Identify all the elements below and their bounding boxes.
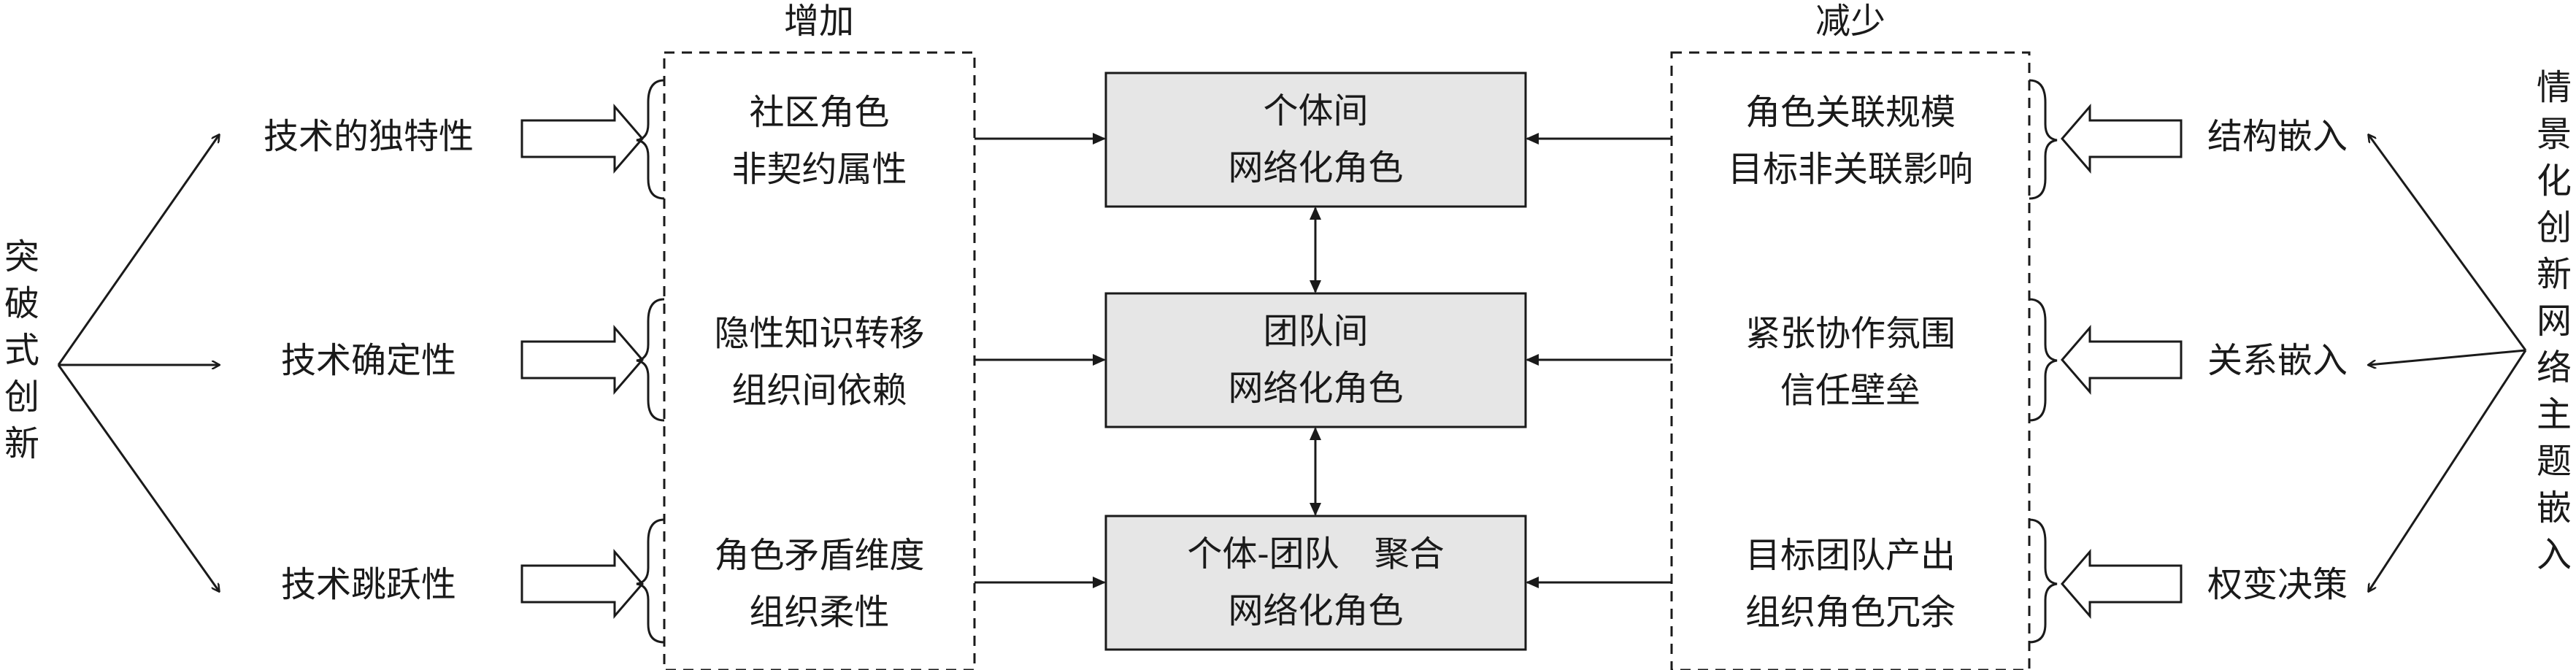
right-braces: [2029, 79, 2058, 644]
center-box-1-line-1: 个体间: [1263, 91, 1369, 131]
decrease-item-3-line-1: 目标团队产出: [1745, 535, 1956, 576]
right-root-arrows: [2369, 135, 2527, 591]
decrease-item-3-line-2: 组织角色冗余: [1745, 592, 1956, 633]
center-box-1-line-2: 网络化角色: [1228, 147, 1404, 188]
increase-dashed-box: [663, 51, 976, 670]
center-box-2-line-2: 网络化角色: [1228, 368, 1404, 409]
left-factor-2: 技术确定性: [280, 340, 456, 381]
decrease-title: 减少: [1777, 0, 1923, 50]
decrease-dashed-box: [1670, 51, 2031, 670]
center-box-3-line-1: 个体-团队 聚合: [1187, 534, 1445, 574]
decrease-to-center-arrows: [1526, 133, 1672, 588]
right-factor-3: 权变决策: [2207, 564, 2348, 605]
decrease-item-1-line-2: 目标非关联影响: [1727, 149, 1973, 190]
increase-item-2-line-2: 组织间依赖: [731, 370, 907, 411]
decrease-item-2-line-2: 信任壁垒: [1780, 370, 1921, 411]
left-block-arrows: [520, 103, 644, 620]
left-root-arrows: [57, 135, 219, 591]
right-factor-2: 关系嵌入: [2207, 340, 2348, 381]
left-root-label: 突破式创新: [4, 236, 39, 464]
center-box-2-line-1: 团队间: [1263, 311, 1369, 352]
left-factor-3: 技术跳跃性: [280, 564, 456, 605]
increase-item-1-line-2: 非契约属性: [731, 149, 907, 190]
increase-item-2-line-1: 隐性知识转移: [714, 313, 925, 354]
right-block-arrows: [2061, 103, 2183, 620]
increase-item-1-line-1: 社区角色: [749, 92, 890, 133]
center-box-3-line-2: 网络化角色: [1228, 590, 1404, 631]
decrease-item-1-line-1: 角色关联规模: [1745, 92, 1956, 133]
left-braces: [636, 79, 665, 644]
left-factor-1: 技术的独特性: [263, 116, 474, 157]
increase-to-center-arrows: [974, 133, 1106, 588]
increase-item-3-line-2: 组织柔性: [749, 592, 890, 633]
right-root-label: 情景化创新网络主题嵌入: [2536, 67, 2572, 575]
increase-item-3-line-1: 角色矛盾维度: [714, 535, 925, 576]
increase-title: 增加: [746, 0, 892, 50]
right-factor-1: 结构嵌入: [2207, 116, 2348, 157]
decrease-item-2-line-1: 紧张协作氛围: [1745, 313, 1956, 354]
